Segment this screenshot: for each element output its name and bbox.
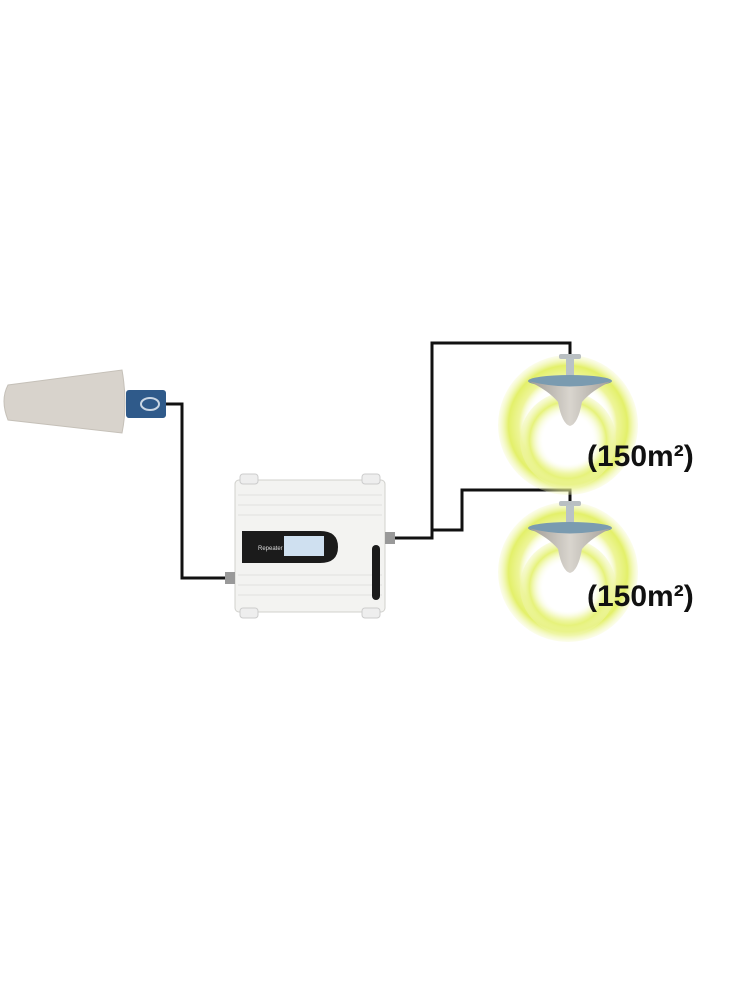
outdoor-antenna — [3, 369, 166, 434]
outdoor-cable — [150, 402, 232, 580]
coverage-label-1: (150m²) — [587, 440, 694, 473]
indoor-cable-1 — [395, 341, 572, 540]
mounting-bracket — [126, 390, 166, 418]
led-strip — [372, 545, 380, 600]
repeater-label: Repeater — [258, 546, 283, 552]
repeater-unit: Repeater — [225, 473, 395, 619]
indoor-antenna-2: (150m²) — [498, 501, 694, 642]
indoor-antenna-1: (150m²) — [498, 354, 694, 495]
coverage-label-2: (150m²) — [587, 580, 694, 613]
